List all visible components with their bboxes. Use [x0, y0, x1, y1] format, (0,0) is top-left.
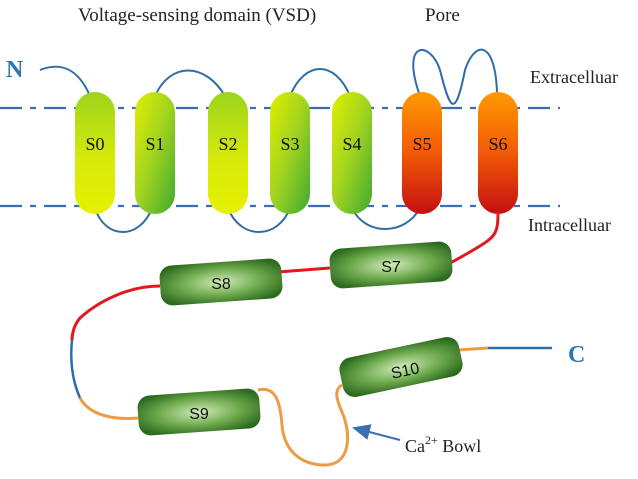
- helix-s3-label: S3: [280, 134, 299, 154]
- n-terminus-label: N: [6, 57, 24, 83]
- loop-s0-s1-intra: [94, 207, 153, 233]
- helix-s9: S9: [137, 388, 261, 436]
- loop-s3-s4-extra: [289, 68, 351, 97]
- vsd-title: Voltage-sensing domain (VSD): [78, 5, 316, 26]
- linker-s7-s8-red: [277, 266, 331, 274]
- ca-bowl-label: Ca2+ Bowl: [405, 433, 481, 456]
- pore-title: Pore: [425, 5, 460, 26]
- helix-s9-label: S9: [189, 406, 209, 423]
- helix-s4: S4: [332, 92, 372, 214]
- loop-s1-s2-extra: [154, 69, 226, 97]
- helix-s2: S2: [208, 92, 248, 214]
- c-terminus-label: C: [568, 342, 585, 368]
- helix-s8: S8: [159, 258, 283, 306]
- linker-s8-s9-blue: [70, 339, 82, 399]
- linker-s8-s9-red: [70, 284, 161, 341]
- helix-s10: S10: [339, 336, 463, 398]
- helix-s6: S6: [478, 92, 518, 214]
- helix-s7-label: S7: [381, 259, 401, 276]
- helix-s1-label: S1: [145, 134, 164, 154]
- n-terminal-tail: [39, 65, 91, 97]
- cytoplasmic-linkers: [70, 211, 552, 467]
- helix-s5-label: S5: [412, 134, 431, 154]
- helix-s4-label: S4: [342, 134, 361, 154]
- helix-s0-label: S0: [85, 134, 104, 154]
- transmembrane-loops: [39, 48, 498, 233]
- helix-s10-label: S10: [390, 360, 421, 383]
- helix-s8-label: S8: [211, 276, 231, 293]
- helix-s5: S5: [402, 92, 442, 214]
- intracellular-label: Intracelluar: [528, 215, 611, 235]
- linker-s6-s7-red: [449, 211, 500, 265]
- s10-tail-orange: [457, 346, 489, 352]
- helix-s7: S7: [329, 241, 453, 289]
- helix-s0: S0: [75, 92, 115, 214]
- ca-bowl-suffix: Bowl: [438, 436, 482, 456]
- helix-s6-label: S6: [488, 134, 507, 154]
- loop-s2-s3-intra: [227, 207, 291, 233]
- loop-s5-s6-pore: [412, 48, 498, 105]
- ca-bowl-arrow: [352, 424, 401, 441]
- ca-bowl-loop: [257, 383, 350, 467]
- loop-s4-s5-intra: [351, 207, 421, 230]
- linker-s8-s9-orange: [78, 397, 139, 420]
- helix-s2-label: S2: [218, 134, 237, 154]
- extracellular-label: Extracelluar: [530, 67, 618, 87]
- helix-s3: S3: [270, 92, 310, 214]
- helix-s1: S1: [135, 92, 175, 214]
- ca-bowl-ca: Ca: [405, 436, 425, 456]
- ca-bowl-superscript: 2+: [425, 433, 438, 447]
